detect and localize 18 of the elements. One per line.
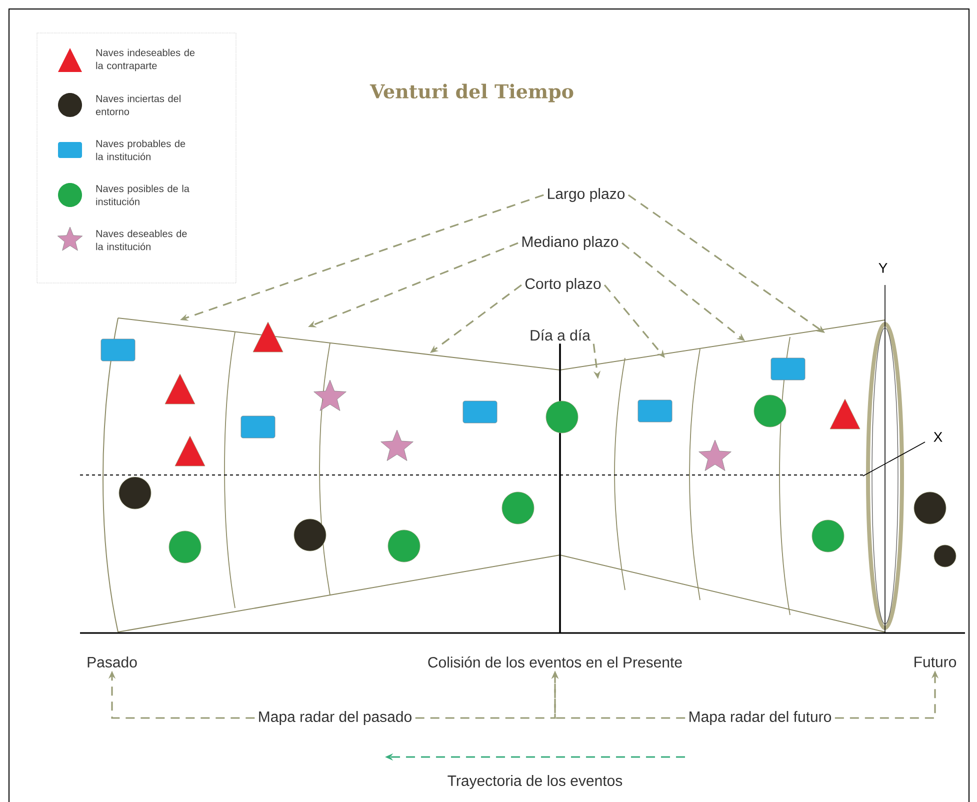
legend-label: Naves posibles de la institución [96, 184, 190, 206]
legend-label: Naves deseables de la institución [96, 230, 187, 250]
text-label: Mapa radar del futuro [685, 708, 835, 728]
text-label: Trayectoria de los eventos [448, 775, 622, 789]
text-label: Largo plazo [544, 185, 628, 205]
text-label: Corto plazo [522, 275, 604, 295]
text-label: Pasado [84, 653, 140, 670]
title: Venturi del Tiempo [370, 84, 574, 102]
axis-label: Y [878, 263, 888, 273]
text-label: Mapa radar del pasado [254, 708, 416, 728]
text-label: Colisión de los eventos en el Presente [424, 653, 686, 671]
axis-label: X [934, 432, 942, 442]
text-label: Mediano plazo [518, 233, 622, 253]
legend-label: Naves inciertas del entorno [96, 94, 180, 116]
text-label: Futuro [910, 654, 960, 670]
legend-label: Naves probables de la institución [96, 140, 186, 160]
text-label: Día a día [526, 326, 594, 344]
legend-label: Naves indeseables de la contraparte [96, 48, 195, 72]
